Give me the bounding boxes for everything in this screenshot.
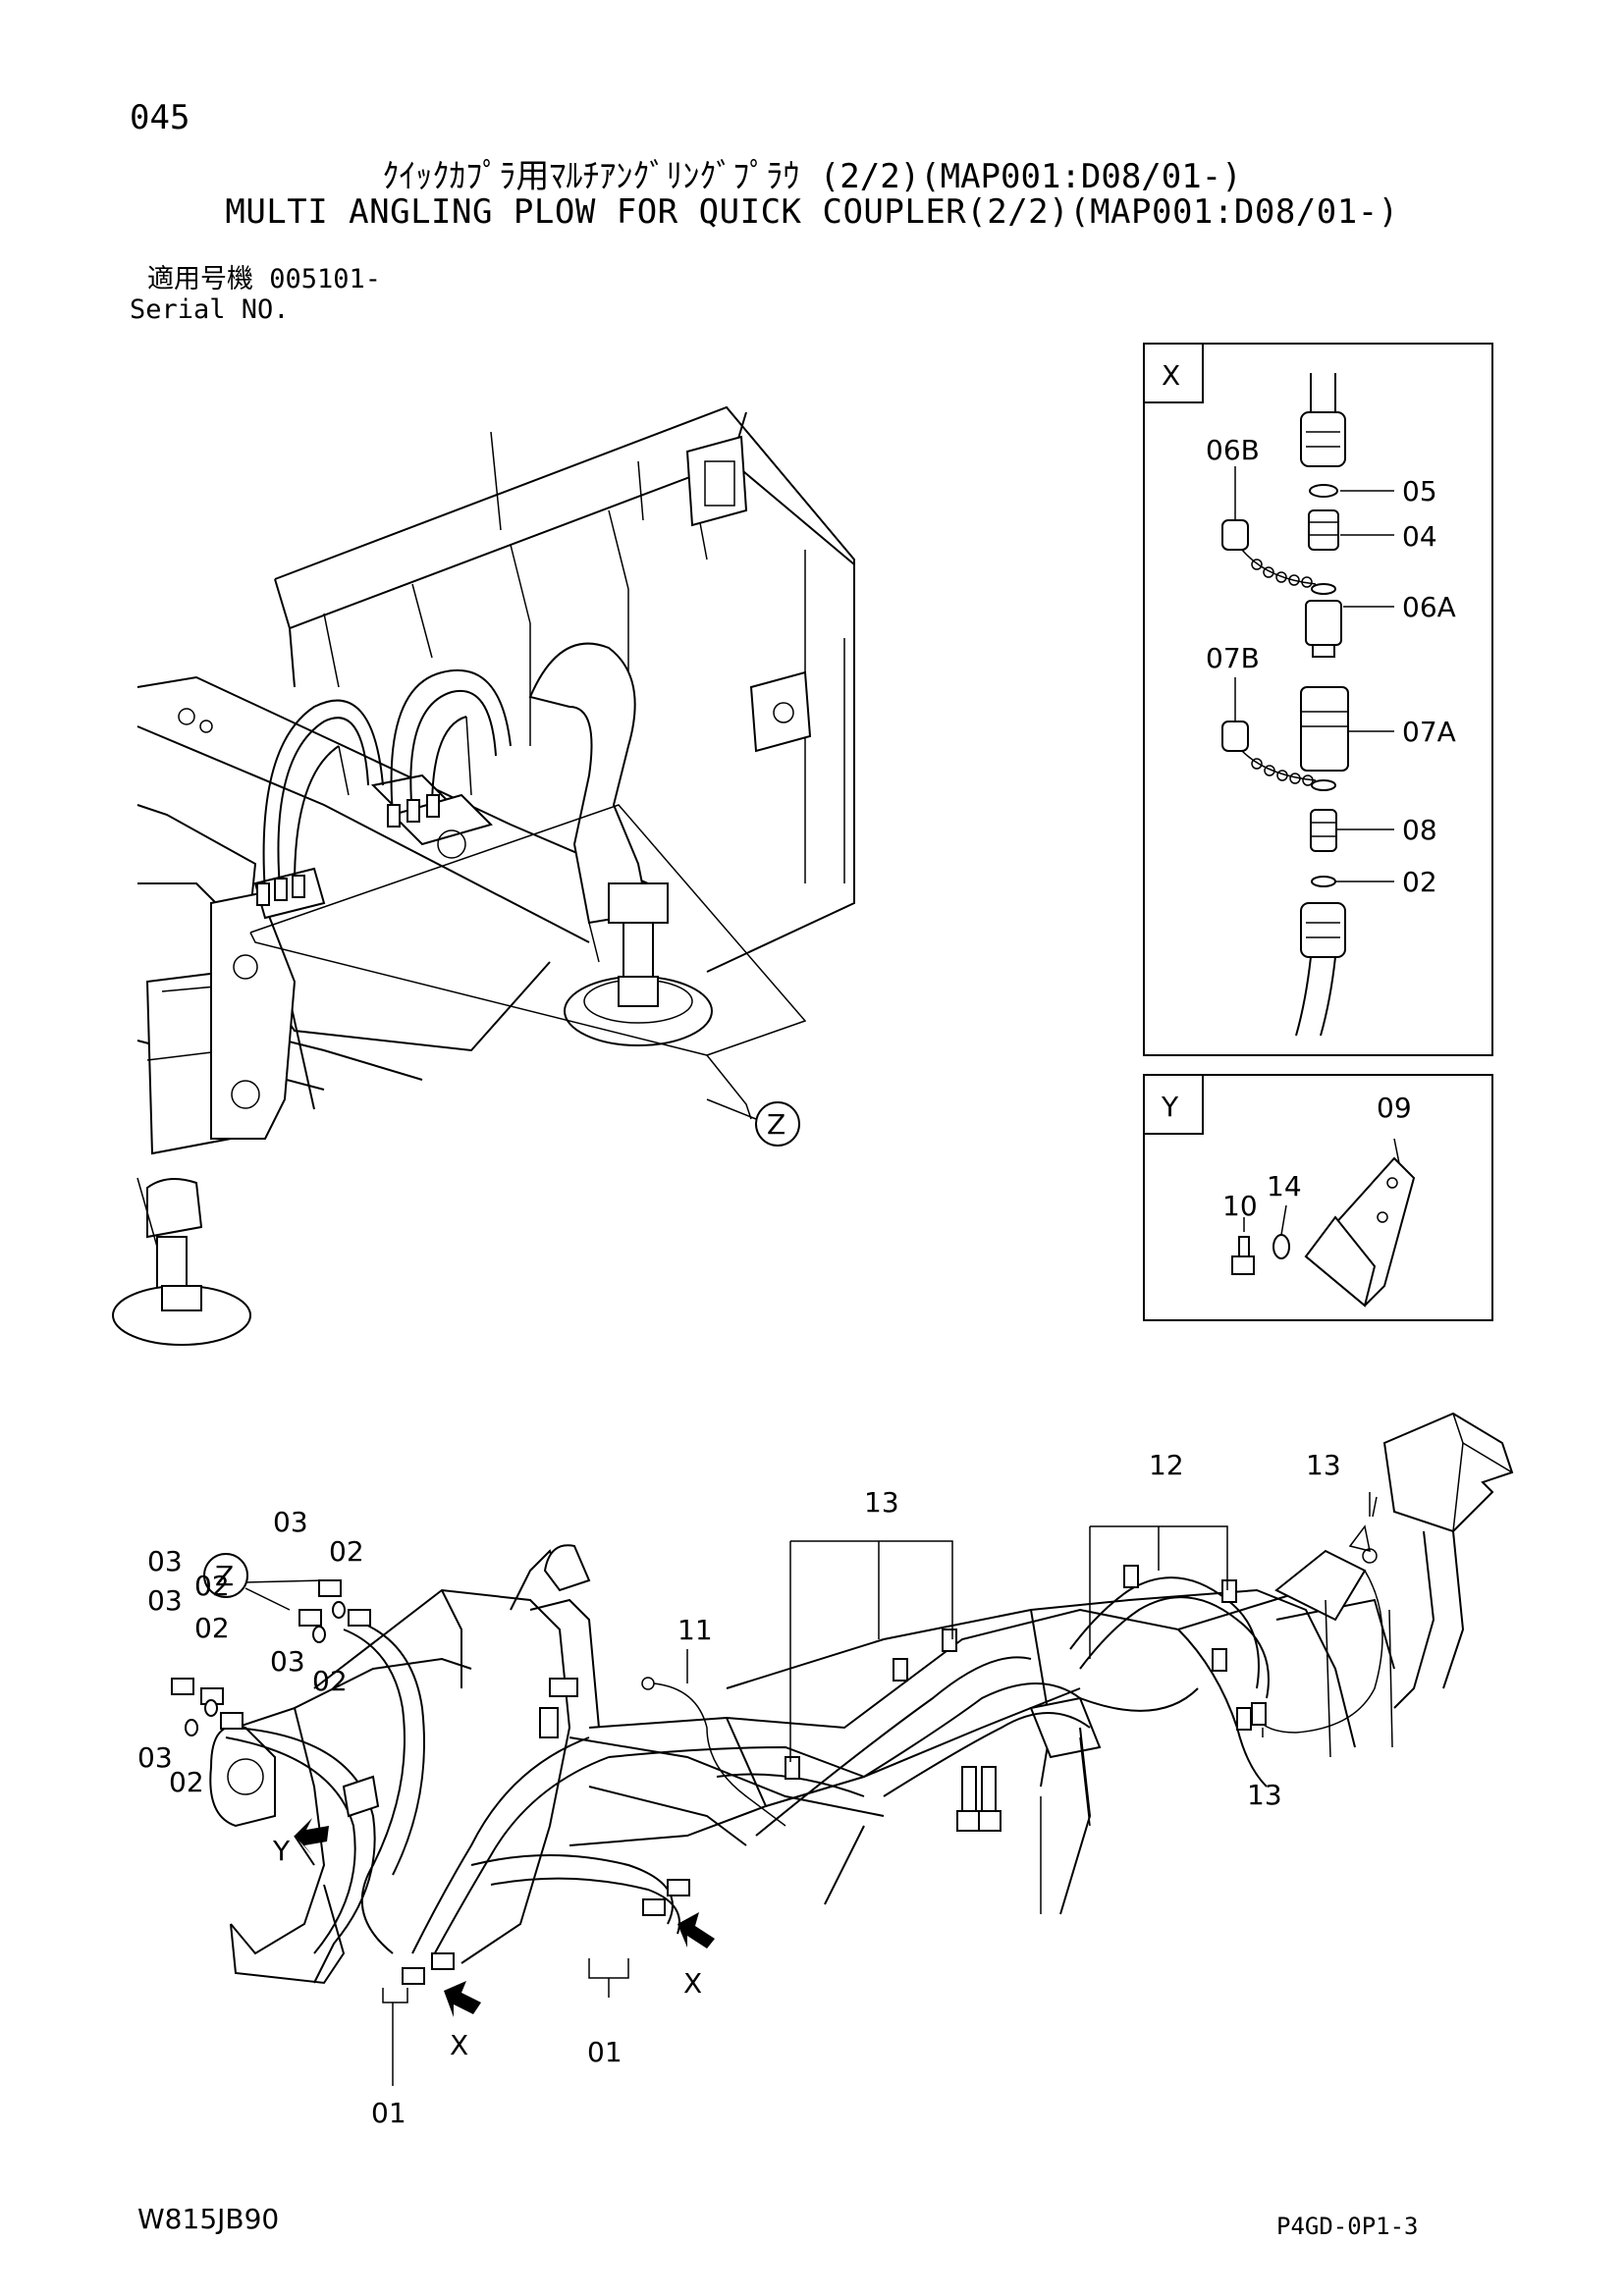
page-number: 045 xyxy=(130,98,190,137)
upper-assembly-view xyxy=(112,405,855,1346)
part-label-04: 04 xyxy=(1402,520,1437,553)
part-label-07b: 07B xyxy=(1206,642,1260,674)
part-label-14: 14 xyxy=(1267,1170,1302,1202)
view-marker-x-lower: X xyxy=(450,2029,468,2061)
part-label-02-detail: 02 xyxy=(1402,866,1437,898)
part-label-02-d: 02 xyxy=(169,1766,204,1798)
page-title-english: MULTI ANGLING PLOW FOR QUICK COUPLER(2/2… xyxy=(225,192,1399,232)
view-arrow-y xyxy=(295,1818,329,1855)
part-label-13-c: 13 xyxy=(1247,1779,1282,1811)
part-label-06a: 06A xyxy=(1402,591,1456,623)
detail-y-label: Y xyxy=(1161,1091,1179,1123)
part-label-02-a: 02 xyxy=(329,1535,364,1568)
part-label-13-a: 13 xyxy=(864,1486,899,1519)
serial-label-japanese: 適用号機 005101- xyxy=(147,264,382,294)
detail-y-box xyxy=(1143,1074,1493,1321)
part-label-02-e: 02 xyxy=(194,1570,230,1602)
lower-assembly-view xyxy=(171,1412,1514,2086)
view-arrow-x-upper xyxy=(677,1912,715,1949)
part-label-01-b: 01 xyxy=(371,2097,406,2129)
part-label-13-b: 13 xyxy=(1306,1449,1341,1481)
part-label-12: 12 xyxy=(1149,1449,1184,1481)
view-arrow-x-lower xyxy=(444,1981,481,2017)
part-label-03-d: 03 xyxy=(137,1741,173,1774)
part-label-07a: 07A xyxy=(1402,716,1456,748)
view-marker-x-upper: X xyxy=(683,1967,702,2000)
detail-x-box xyxy=(1143,343,1493,1056)
part-label-05: 05 xyxy=(1402,475,1437,507)
part-label-03-a: 03 xyxy=(273,1506,308,1538)
part-label-10: 10 xyxy=(1222,1190,1258,1222)
serial-label-english: Serial NO. xyxy=(130,294,290,325)
part-label-02-b: 02 xyxy=(194,1612,230,1644)
part-label-06b: 06B xyxy=(1206,434,1260,466)
part-label-03-b: 03 xyxy=(147,1584,183,1617)
drawing-code: W815JB90 xyxy=(137,2203,280,2235)
part-label-03-c: 03 xyxy=(270,1645,305,1678)
page-code: P4GD-0P1-3 xyxy=(1276,2213,1419,2240)
view-marker-y: Y xyxy=(272,1835,291,1867)
detail-x-label: X xyxy=(1162,359,1180,392)
part-label-02-c: 02 xyxy=(312,1665,348,1697)
callout-z-label: Z xyxy=(767,1108,785,1141)
part-label-08: 08 xyxy=(1402,814,1437,846)
part-label-09: 09 xyxy=(1377,1092,1412,1124)
part-label-01-a: 01 xyxy=(587,2036,623,2068)
part-label-11: 11 xyxy=(677,1614,713,1646)
main-view-marker-z: Z xyxy=(215,1560,234,1592)
page-title-japanese: ｸｲｯｸｶﾌﾟﾗ用ﾏﾙﾁｱﾝｸﾞﾘﾝｸﾞﾌﾟﾗｳ (2/2)(MAP001:D0… xyxy=(382,157,1242,196)
part-label-03-e: 03 xyxy=(147,1545,183,1577)
